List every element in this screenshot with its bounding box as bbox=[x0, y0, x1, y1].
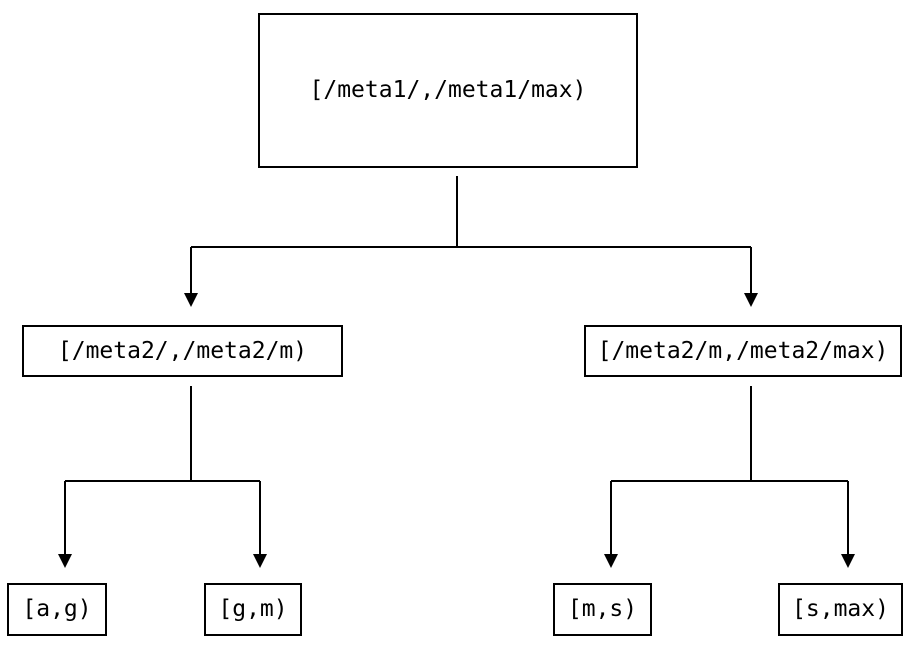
node-leaf-ms-label: [m,s) bbox=[567, 596, 638, 622]
node-root: [/meta1/,/meta1/max) bbox=[258, 13, 638, 168]
arrowhead-icon bbox=[184, 293, 198, 307]
arrowhead-icon bbox=[253, 554, 267, 568]
edge-root-to-children bbox=[190, 176, 752, 294]
edge-l2left-to-children bbox=[64, 386, 261, 555]
arrowhead-icon bbox=[841, 554, 855, 568]
node-l2-right: [/meta2/m,/meta2/max) bbox=[584, 325, 902, 377]
arrowhead-icon bbox=[604, 554, 618, 568]
node-l2-left-label: [/meta2/,/meta2/m) bbox=[57, 337, 308, 364]
node-l2-right-label: [/meta2/m,/meta2/max) bbox=[597, 337, 889, 364]
node-leaf-ms: [m,s) bbox=[553, 583, 652, 636]
node-leaf-gm-label: [g,m) bbox=[218, 596, 288, 622]
node-leaf-smax: [s,max) bbox=[778, 583, 903, 636]
edge-l2right-to-children bbox=[610, 386, 849, 555]
node-root-label: [/meta1/,/meta1/max) bbox=[309, 77, 587, 103]
node-leaf-gm: [g,m) bbox=[204, 583, 302, 636]
node-leaf-ag: [a,g) bbox=[7, 583, 107, 636]
arrowhead-icon bbox=[744, 293, 758, 307]
arrowhead-icon bbox=[58, 554, 72, 568]
node-l2-left: [/meta2/,/meta2/m) bbox=[22, 325, 343, 377]
node-leaf-smax-label: [s,max) bbox=[792, 596, 889, 622]
node-leaf-ag-label: [a,g) bbox=[22, 596, 92, 622]
